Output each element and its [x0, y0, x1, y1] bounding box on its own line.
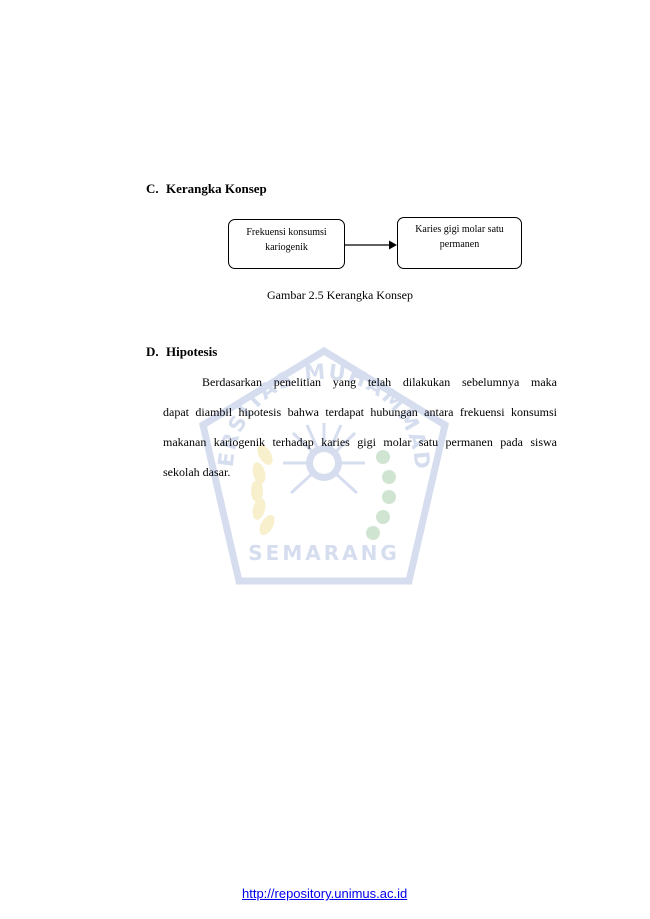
concept-box-independent: Frekuensi konsumsi kariogenik — [228, 219, 345, 269]
left-box-line1: Frekuensi konsumsi — [246, 227, 327, 238]
paragraph-line: makanan kariogenik terhadap karies gigi … — [163, 435, 557, 449]
repository-link[interactable]: http://repository.unimus.ac.id — [242, 886, 408, 901]
left-box-line2: kariogenik — [265, 242, 308, 253]
paragraph-line: Berdasarkan penelitian yang telah dilaku… — [202, 375, 557, 389]
section-d-heading: D. Hipotesis — [146, 344, 217, 360]
paragraph-line: dapat diambil hipotesis bahwa terdapat h… — [163, 405, 557, 419]
section-d-number: D. — [146, 344, 159, 359]
university-seal-watermark: UNIVERSITAS MUHAMMADIYAH — [195, 345, 453, 590]
paragraph-line: sekolah dasar. — [163, 465, 231, 479]
figure-caption: Gambar 2.5 Kerangka Konsep — [267, 288, 413, 302]
seal-graphic: UNIVERSITAS MUHAMMADIYAH — [195, 345, 449, 585]
section-c-heading: C. Kerangka Konsep — [146, 181, 267, 197]
diagram-arrow — [345, 240, 397, 250]
seal-bottom-text: SEMARANG — [248, 541, 399, 565]
hypothesis-paragraph: Berdasarkan penelitian yang telah dilaku… — [163, 367, 557, 487]
section-d-title: Hipotesis — [166, 344, 218, 359]
section-c-number: C. — [146, 181, 159, 196]
right-box-line1: Karies gigi molar satu — [415, 224, 504, 235]
right-box-line2: permanen — [439, 239, 480, 250]
concept-box-dependent: Karies gigi molar satu permanen — [397, 217, 522, 269]
section-c-title: Kerangka Konsep — [166, 181, 267, 196]
